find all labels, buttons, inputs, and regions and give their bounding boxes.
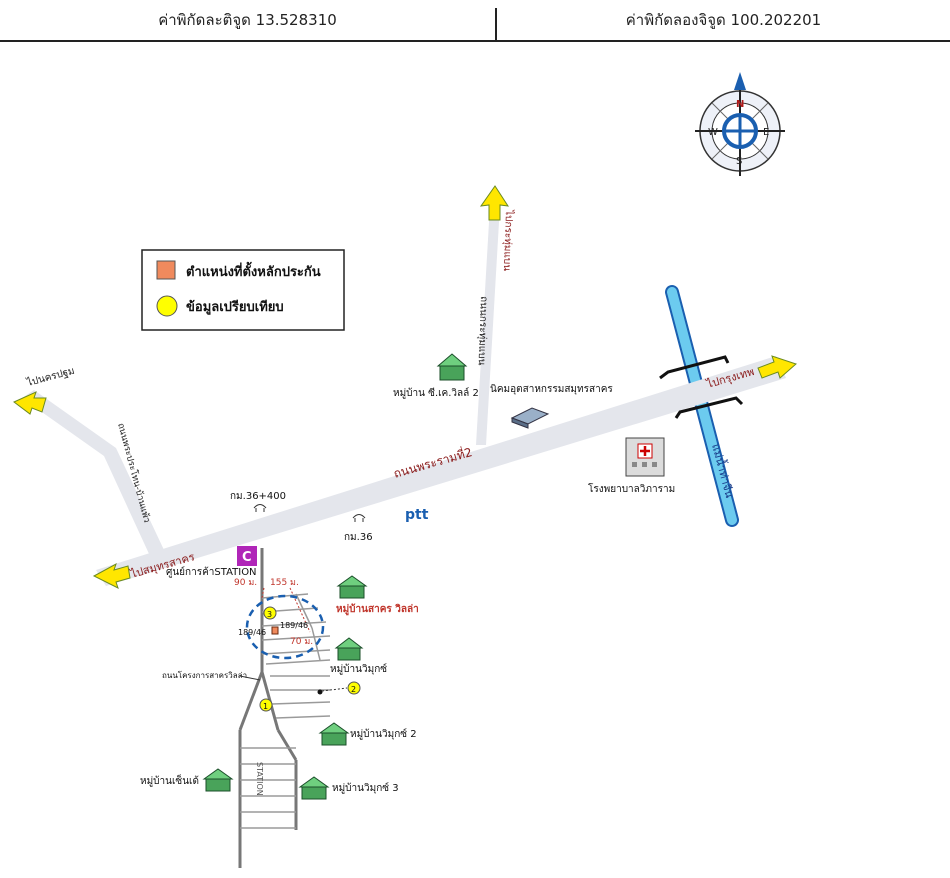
hospital-icon bbox=[625, 437, 665, 477]
arrow-nakhon-pathom-icon bbox=[13, 391, 47, 415]
station-logo-letter: C bbox=[242, 550, 252, 565]
label-vimuk3: หมู่บ้านวิมุกซ์ 3 bbox=[332, 782, 399, 794]
marker-1-label: 1 bbox=[263, 702, 268, 711]
label-soi: ถนนโครงการสาครวิลล่า bbox=[162, 670, 247, 680]
bridge-bottom bbox=[674, 396, 744, 419]
compass-w: W bbox=[708, 127, 718, 138]
village-vimuk2-icon bbox=[318, 722, 350, 746]
comparison-leader-2 bbox=[321, 687, 348, 692]
marker-2-label: 2 bbox=[351, 685, 356, 694]
compass-s: S bbox=[736, 156, 742, 167]
collateral-marker bbox=[271, 626, 279, 635]
label-station: ศูนย์การค้าSTATION bbox=[166, 566, 257, 578]
measure-line-90 bbox=[261, 587, 265, 599]
arrow-krathum-baen-icon bbox=[479, 185, 510, 221]
comparison-point-2 bbox=[317, 689, 323, 695]
label-chenda: หมู่บ้านเซ็นเด้ bbox=[140, 773, 199, 787]
label-vimuk: หมู่บ้านวิมุกซ์ bbox=[330, 663, 387, 675]
village-vimuk3-icon bbox=[298, 776, 330, 800]
road-rama2 bbox=[96, 356, 786, 586]
header-bar: ค่าพิกัดละติจูด 13.528310 ค่าพิกัดลองจิจ… bbox=[0, 0, 950, 42]
label-km36-400: กม.36+400 bbox=[230, 491, 286, 502]
comparison-marker-1 bbox=[259, 698, 273, 712]
label-krathum-baen-road: ถนนกระทุ่มแบน bbox=[476, 296, 489, 366]
side-streets bbox=[240, 593, 331, 829]
comparison-marker-2 bbox=[347, 681, 361, 695]
label-lot2: 189/46 bbox=[238, 628, 266, 637]
arrow-bangkok-icon bbox=[757, 355, 797, 379]
km-post-icon-2 bbox=[352, 514, 366, 522]
village-chenda-icon bbox=[202, 768, 234, 792]
legend-comparison-swatch bbox=[156, 295, 178, 317]
label-155m: 155 ม. bbox=[270, 578, 299, 588]
header-divider bbox=[495, 8, 497, 40]
label-vimuk2: หมู่บ้านวิมุกซ์ 2 bbox=[350, 728, 417, 740]
village-vimuk-icon bbox=[334, 637, 364, 661]
label-km36: กม.36 bbox=[344, 532, 373, 543]
arrow-samut-sakhon-icon bbox=[92, 562, 131, 589]
soi-station-label: STATION bbox=[255, 762, 264, 796]
road-krathum-baen bbox=[476, 205, 500, 445]
marker-3-label: 3 bbox=[267, 610, 272, 619]
bridge-top bbox=[659, 355, 730, 380]
legend-collateral-swatch bbox=[156, 260, 176, 280]
compass-n: N bbox=[736, 99, 744, 110]
label-sakhon-villa: หมู่บ้านสาคร วิลล่า bbox=[336, 603, 419, 616]
subject-area-circle bbox=[245, 594, 325, 660]
legend-box bbox=[141, 249, 345, 331]
label-to-nakhon-pathom: ไปนครปฐม bbox=[25, 365, 76, 389]
label-ck-ville: หมู่บ้าน ซี.เค.วิลล์ 2 bbox=[393, 387, 479, 399]
label-lot1: 189/46 bbox=[280, 621, 308, 630]
factory-icon bbox=[510, 407, 550, 429]
label-70m: 70 ม. bbox=[290, 637, 313, 647]
compass-rose-icon bbox=[695, 72, 785, 176]
soi-leader bbox=[239, 675, 261, 681]
station-mall-icon bbox=[237, 546, 257, 566]
village-ck-ville-icon bbox=[436, 353, 468, 381]
comparison-marker-3 bbox=[263, 606, 277, 620]
km-post-icon bbox=[253, 504, 267, 512]
label-90m: 90 ม. bbox=[234, 578, 257, 588]
label-hospital: โรงพยาบาลวิภาราม bbox=[588, 482, 675, 495]
legend-comparison-label: ข้อมูลเปรียบเทียบ bbox=[186, 299, 284, 315]
legend-collateral-label: ตำแหน่งที่ตั้งหลักประกัน bbox=[186, 261, 321, 280]
road-nakhon-pathom bbox=[22, 390, 164, 556]
label-to-krathum-baen: ไปกระทุ่มแบน bbox=[501, 209, 515, 272]
label-industrial: นิคมอุตสาหกรรมสมุทรสาคร bbox=[490, 384, 613, 395]
measure-line-155 bbox=[289, 587, 311, 633]
village-sakhon-villa-icon bbox=[336, 575, 368, 599]
compass-e: E bbox=[763, 127, 769, 138]
latitude-text: ค่าพิกัดละติจูด 13.528310 bbox=[158, 11, 337, 29]
ptt-logo: ptt bbox=[405, 507, 429, 523]
longitude-text: ค่าพิกัดลองจิจูด 100.202201 bbox=[625, 11, 822, 29]
